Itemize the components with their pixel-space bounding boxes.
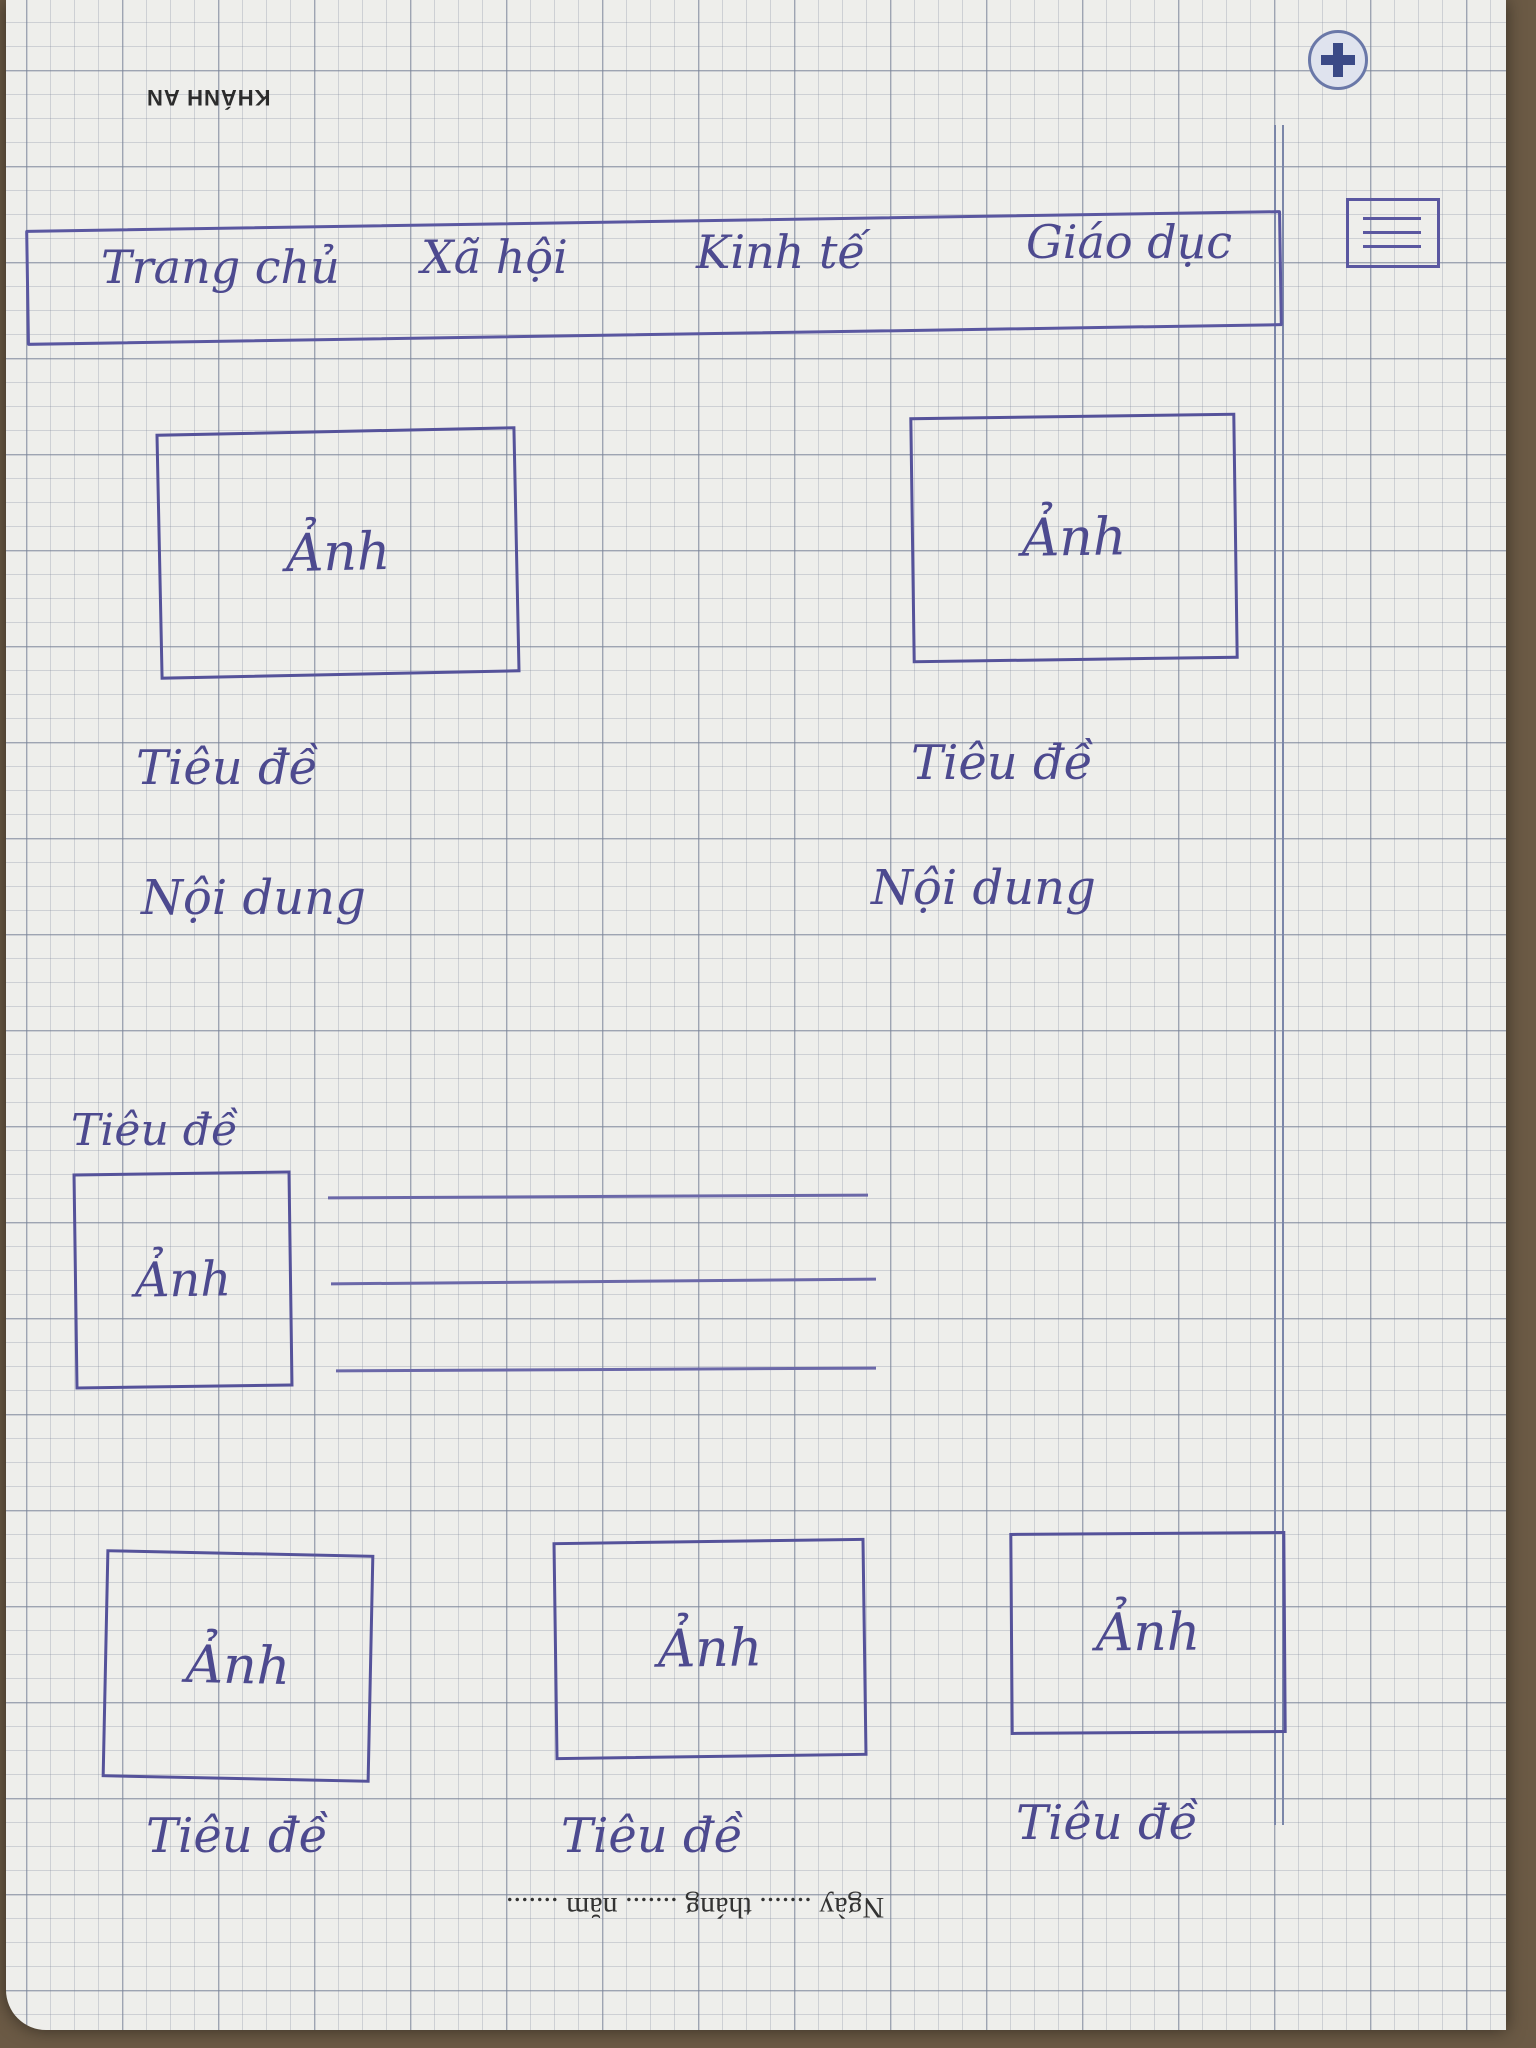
notebook-brand: KHÁNH AN [146,85,271,110]
nav-item-xa-hoi[interactable]: Xã hội [421,230,568,284]
featured-title-1[interactable]: Tiêu đề [136,740,319,796]
list-item-image[interactable]: Ảnh [72,1170,294,1390]
featured-image-1[interactable]: Ảnh [155,426,521,680]
margin-line [1274,125,1284,1825]
grid-title-1[interactable]: Tiêu đề [146,1808,329,1864]
text-line-1 [327,1193,869,1200]
image-placeholder-label: Ảnh [134,1251,232,1309]
image-placeholder-label: Ảnh [657,1618,763,1680]
list-section-title[interactable]: Tiêu đề [71,1105,239,1156]
image-placeholder-label: Ảnh [1095,1602,1201,1664]
nav-item-giao-duc[interactable]: Giáo dục [1026,215,1233,269]
nav-item-trang-chu[interactable]: Trang chủ [101,240,340,294]
featured-title-2[interactable]: Tiêu đề [911,735,1094,791]
nav-item-kinh-te[interactable]: Kinh tế [696,225,866,279]
grid-image-3[interactable]: Ảnh [1009,1531,1287,1735]
featured-image-2[interactable]: Ảnh [909,412,1239,664]
text-line-3 [335,1366,877,1373]
featured-content-1: Nội dung [141,870,366,926]
grid-image-2[interactable]: Ảnh [552,1537,868,1761]
image-placeholder-label: Ảnh [1021,507,1127,569]
notebook-logo-icon [1308,30,1368,90]
notebook-page: KHÁNH AN Trang chủ Xã hội Kinh tế Giáo d… [6,0,1506,2030]
grid-title-2[interactable]: Tiêu đề [561,1808,744,1864]
image-placeholder-label: Ảnh [185,1634,291,1698]
notebook-date-line: Ngày ....... tháng ....... năm ....... [506,1891,885,1924]
featured-content-2: Nội dung [871,860,1096,916]
grid-image-1[interactable]: Ảnh [101,1549,375,1783]
grid-title-3[interactable]: Tiêu đề [1016,1795,1199,1851]
text-line-2 [330,1277,877,1286]
hamburger-menu-icon[interactable] [1346,198,1440,268]
image-placeholder-label: Ảnh [285,521,391,585]
